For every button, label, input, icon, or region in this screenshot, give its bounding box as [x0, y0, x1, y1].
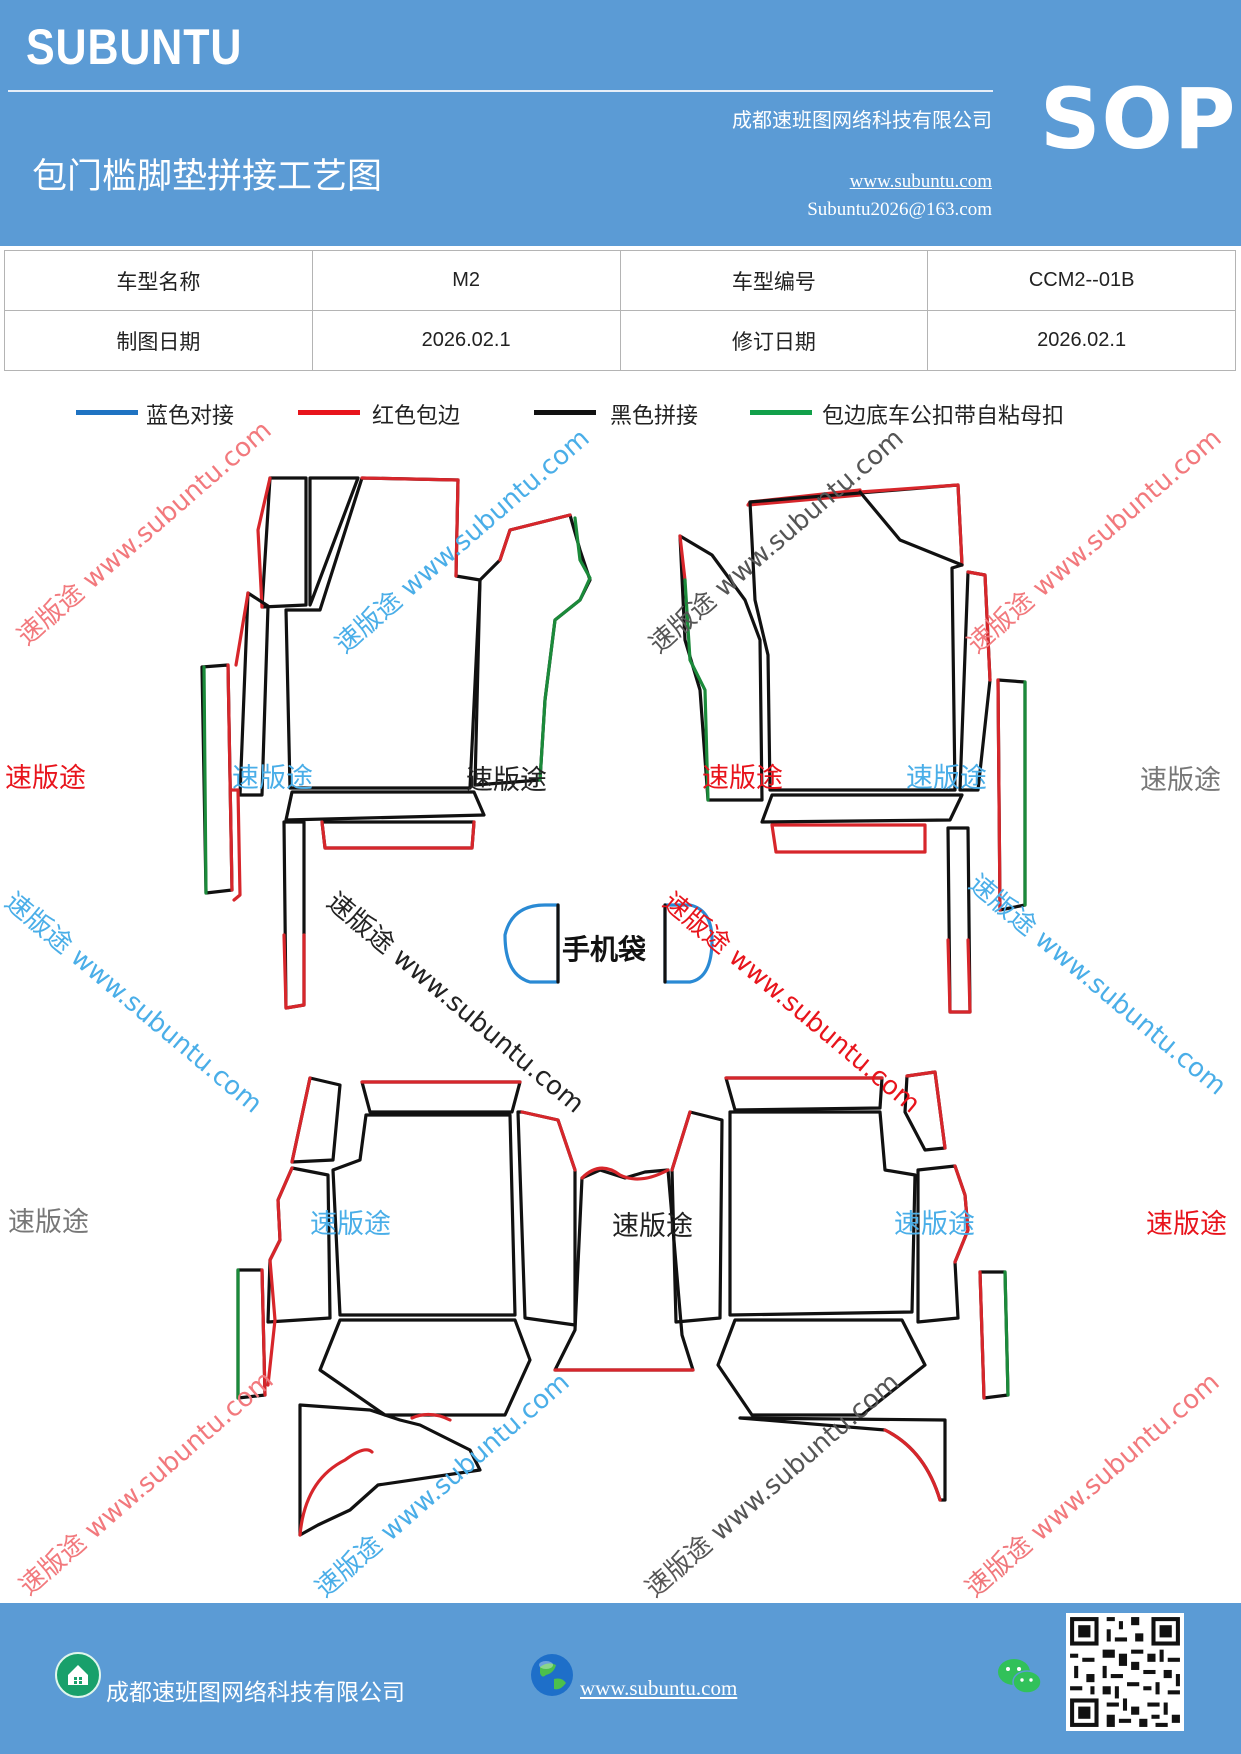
header-divider	[8, 90, 993, 92]
footer-company-name: 成都速班图网络科技有限公司	[106, 1680, 405, 1706]
vehicle-info-table: 车型名称 M2 车型编号 CCM2--01B 制图日期 2026.02.1 修订…	[4, 250, 1236, 371]
table-row: 制图日期 2026.02.1 修订日期 2026.02.1	[4, 310, 1236, 371]
legend-swatch	[298, 410, 360, 415]
header-banner: SUBUNTU 成都速班图网络科技有限公司 包门槛脚垫拼接工艺图 www.sub…	[0, 0, 1241, 246]
model-code-value: CCM2--01B	[927, 250, 1236, 311]
legend-swatch	[76, 410, 138, 415]
brand-logo-text: SUBUNTU	[26, 19, 243, 75]
upper-left-mat-group	[200, 476, 592, 1010]
revision-date-value: 2026.02.1	[927, 310, 1236, 371]
home-badge-icon	[55, 1652, 101, 1698]
watermark-label: 速版途	[8, 1207, 89, 1238]
legend-label: 红色包边	[372, 404, 461, 429]
model-name-value: M2	[311, 250, 621, 311]
revision-date-label: 修订日期	[619, 310, 929, 371]
legend-label: 包边底车公扣带自粘母扣	[822, 404, 1065, 429]
legend-swatch	[534, 410, 596, 415]
lower-right-mat-group	[670, 1070, 1010, 1502]
phone-bag-pieces	[503, 903, 714, 984]
phone-bag-label: 手机袋	[562, 933, 647, 966]
watermark-label: 速版途	[466, 765, 547, 796]
legend-item-red: 红色包边	[298, 398, 498, 438]
watermark-label: 速版途	[310, 1209, 391, 1240]
upper-right-mat-group	[678, 483, 1027, 1014]
legend-label: 黑色拼接	[610, 404, 699, 429]
website-link[interactable]: www.subuntu.com	[849, 171, 992, 192]
legend-item-black: 黑色拼接	[534, 398, 734, 438]
document-title: 包门槛脚垫拼接工艺图	[32, 157, 383, 197]
wechat-icon[interactable]	[996, 1655, 1044, 1699]
watermark-label: 速版途	[5, 763, 86, 794]
legend-label: 蓝色对接	[146, 404, 235, 429]
watermark-label: 速版途	[702, 763, 783, 794]
table-row: 车型名称 M2 车型编号 CCM2--01B	[4, 250, 1236, 311]
lower-left-mat-group	[236, 1076, 577, 1537]
watermark-label: 速版途	[612, 1211, 693, 1242]
draw-date-value: 2026.02.1	[311, 310, 621, 371]
footer-banner: 成都速班图网络科技有限公司 www.subuntu.com	[0, 1603, 1241, 1754]
watermark-label: 速版途	[1146, 1209, 1227, 1240]
company-name: 成都速班图网络科技有限公司	[732, 108, 992, 132]
watermark-label: 速版途	[232, 763, 313, 794]
footer-website-link[interactable]: www.subuntu.com	[580, 1676, 738, 1700]
sop-badge: SOP	[1040, 70, 1237, 168]
watermark-label: 速版途	[1140, 765, 1221, 796]
contact-email[interactable]: Subuntu2026@163.com	[807, 199, 992, 220]
model-name-label: 车型名称	[4, 250, 313, 311]
watermark-label: 速版途	[906, 763, 987, 794]
model-code-label: 车型编号	[619, 250, 929, 311]
legend-swatch	[750, 410, 812, 415]
legend-item-blue: 蓝色对接	[76, 398, 276, 438]
draw-date-label: 制图日期	[4, 310, 313, 371]
watermark-label: 速版途	[894, 1209, 975, 1240]
legend-item-green: 包边底车公扣带自粘母扣	[750, 398, 1130, 438]
globe-icon	[531, 1654, 573, 1696]
qr-code-pattern	[1066, 1613, 1184, 1731]
qr-code	[1066, 1613, 1184, 1731]
